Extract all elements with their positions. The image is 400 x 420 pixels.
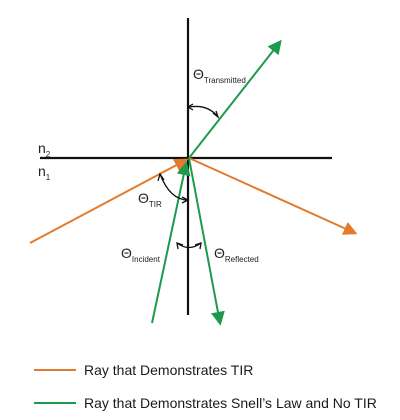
transmitted-angle-arc-heads xyxy=(186,103,220,119)
theta-transmitted-symbol: Θ xyxy=(193,66,204,82)
snell-incident-ray xyxy=(151,161,191,324)
medium-upper-label: n2 xyxy=(38,140,51,159)
legend-item-snell: Ray that Demonstrates Snell’s Law and No… xyxy=(34,395,377,411)
theta-reflected-subscript: Reflected xyxy=(225,255,259,264)
tir-angle-arc xyxy=(159,173,189,201)
legend: Ray that Demonstrates TIR Ray that Demon… xyxy=(34,362,377,411)
legend-item-tir: Ray that Demonstrates TIR xyxy=(34,362,253,378)
tir-angle-arc-heads xyxy=(157,172,190,204)
transmitted-angle-arc xyxy=(188,105,219,118)
theta-incident-symbol: Θ xyxy=(121,245,132,261)
medium-upper-symbol: n xyxy=(38,140,46,156)
theta-reflected-label: ΘReflected xyxy=(214,245,259,264)
medium-upper-subscript: 2 xyxy=(46,150,51,159)
theta-tir-label: ΘTIR xyxy=(138,190,162,209)
legend-label-snell: Ray that Demonstrates Snell’s Law and No… xyxy=(84,395,377,411)
theta-reflected-symbol: Θ xyxy=(214,245,225,261)
theta-tir-symbol: Θ xyxy=(138,190,149,206)
medium-lower-subscript: 1 xyxy=(46,173,51,182)
medium-lower-label: n1 xyxy=(38,163,51,182)
theta-incident-subscript: Incident xyxy=(132,255,161,264)
theta-incident-label: ΘIncident xyxy=(121,245,161,264)
incident-reflected-angle-arc-heads xyxy=(176,242,202,250)
snell-reflected-ray xyxy=(188,157,225,326)
theta-tir-subscript: TIR xyxy=(149,200,162,209)
tir-reflected-ray xyxy=(188,157,358,235)
snell-transmitted-ray xyxy=(188,39,282,159)
theta-transmitted-subscript: Transmitted xyxy=(204,76,246,85)
tir-incident-ray xyxy=(29,158,189,244)
theta-transmitted-label: ΘTransmitted xyxy=(193,66,246,85)
medium-lower-symbol: n xyxy=(38,163,46,179)
legend-label-tir: Ray that Demonstrates TIR xyxy=(84,362,253,378)
